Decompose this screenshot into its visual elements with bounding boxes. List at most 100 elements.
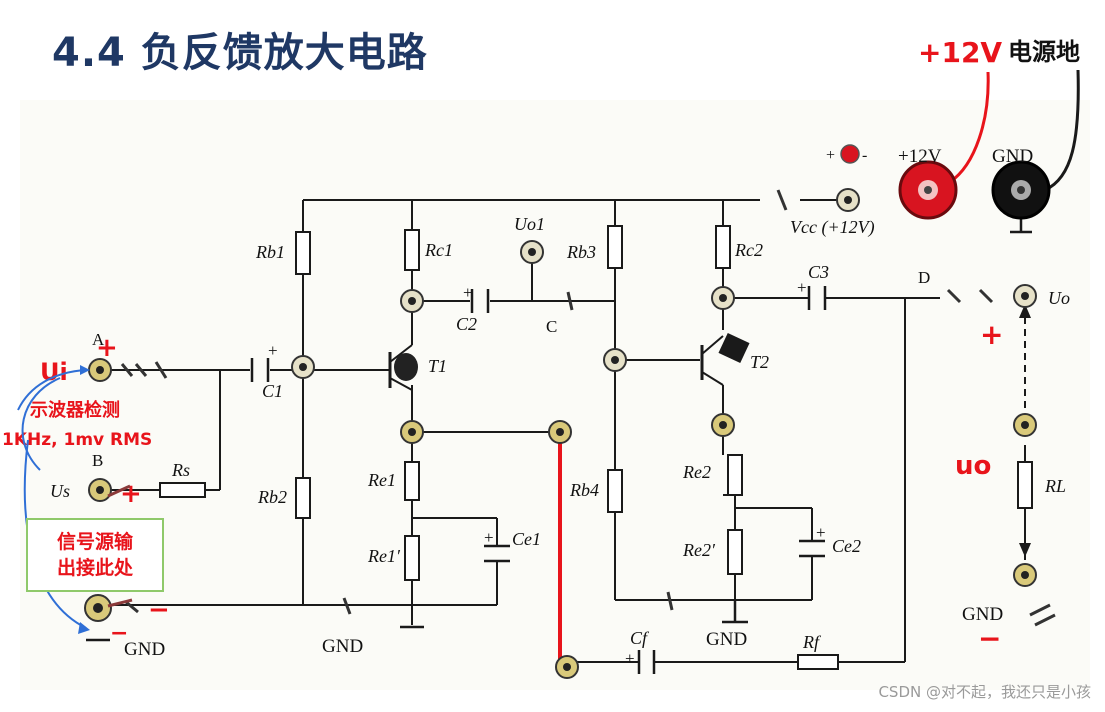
annotation-signal-spec: 1KHz, 1mv RMS [2, 430, 152, 450]
annotation-scope: 示波器检测 [30, 399, 120, 421]
polarity-plus: + [484, 528, 494, 547]
label-rf: Rf [802, 632, 822, 652]
jack-uo[interactable] [1013, 284, 1037, 308]
annotation-minus-uo: − [978, 622, 1001, 655]
polarity-plus: + [625, 649, 635, 668]
jumper-icon[interactable] [946, 288, 994, 304]
jumper-icon[interactable] [342, 597, 352, 615]
resistor-re2 [727, 454, 743, 496]
annotation-plus-a: + [96, 333, 118, 363]
led-minus: - [862, 147, 867, 164]
power-led-icon [840, 144, 860, 164]
led-plus: + [826, 147, 835, 164]
label-uo: Uo [1048, 288, 1070, 308]
gnd-terminal-label: GND [992, 146, 1033, 167]
gnd-label: GND [322, 636, 363, 657]
arrow-head-icon [80, 365, 90, 375]
label-ce1: Ce1 [512, 529, 541, 549]
polarity-plus: + [463, 283, 473, 302]
arrow-head-icon [78, 622, 90, 634]
note-line-1: 信号源输 [56, 531, 133, 553]
resistor-rc1 [404, 229, 420, 271]
gnd-label: GND [124, 639, 165, 660]
gnd-label: GND [962, 604, 1003, 625]
label-rb3: Rb3 [566, 242, 596, 262]
arrow-head-icon [1019, 543, 1031, 557]
jack-base-t2[interactable] [603, 348, 627, 372]
jack-emitter-t1[interactable] [400, 420, 424, 444]
transistor-t2 [700, 332, 750, 386]
banana-jack-gnd[interactable] [991, 160, 1051, 220]
jack-collector-t1[interactable] [400, 289, 424, 313]
note-line-2: 出接此处 [56, 557, 133, 579]
jumper-icon[interactable] [120, 361, 168, 379]
label-uo1: Uo1 [514, 214, 545, 234]
jack-base-t1[interactable] [291, 355, 315, 379]
plus12-terminal-label: +12V [898, 146, 942, 167]
node-d: D [918, 268, 930, 287]
label-rs: Rs [171, 460, 190, 480]
arrow-head-icon [1019, 304, 1031, 318]
label-rc2: Rc2 [734, 240, 763, 260]
ground-symbols [86, 215, 1032, 642]
label-t2: T2 [750, 352, 769, 372]
jack-rl-top[interactable] [1013, 413, 1037, 437]
scope-arrow-icon [17, 369, 87, 411]
resistor-rc2 [715, 225, 731, 269]
annotation-power-ground: 电源地 [1008, 38, 1080, 66]
pointer-arrow-icon [107, 484, 131, 498]
label-ce2: Ce2 [832, 536, 861, 556]
label-re1: Re1 [367, 470, 396, 490]
node-b: B [92, 451, 103, 470]
label-rb1: Rb1 [255, 242, 285, 262]
page-title: 4.4 负反馈放大电路 [52, 30, 428, 76]
jumper-icon[interactable] [666, 591, 674, 611]
jack-vcc[interactable] [836, 188, 860, 212]
annotation-plus-b: + [120, 479, 142, 509]
pointer-arrow-icon [107, 598, 133, 608]
polarity-plus: + [268, 341, 278, 360]
resistor-re2-prime [727, 529, 743, 575]
label-re2: Re2 [682, 462, 711, 482]
label-rb4: Rb4 [569, 480, 599, 500]
jack-feedback-top[interactable] [548, 420, 572, 444]
jumper-icon[interactable] [1029, 603, 1056, 627]
jack-rl-gnd[interactable] [1013, 563, 1037, 587]
signal-source-note: 信号源输 出接此处 [26, 518, 164, 592]
label-t1: T1 [428, 356, 447, 376]
jumper-icon[interactable] [776, 189, 788, 211]
label-re2-prime: Re2′ [682, 540, 716, 560]
label-re1-prime: Re1′ [367, 546, 401, 566]
scope-arrow-icon [21, 377, 61, 471]
label-cf: Cf [630, 628, 650, 648]
gnd-label: GND [706, 629, 747, 650]
label-c3: C3 [808, 262, 829, 282]
jack-emitter-t2[interactable] [711, 413, 735, 437]
jack-collector-t2[interactable] [711, 286, 735, 310]
annotation-minus-right: − [148, 595, 170, 625]
resistor-rb1 [295, 231, 311, 275]
label-rl: RL [1044, 476, 1066, 496]
jumper-icon[interactable] [566, 291, 574, 311]
label-c1: C1 [262, 381, 283, 401]
resistor-rs [159, 482, 206, 498]
resistors [159, 225, 1033, 670]
node-c: C [546, 317, 557, 336]
resistor-rb4 [607, 469, 623, 513]
label-c2: C2 [456, 314, 477, 334]
banana-jack-plus12v[interactable] [898, 160, 958, 220]
transistor-t1 [388, 344, 418, 391]
annotation-minus-left: − [110, 621, 128, 646]
resistor-re1-prime [404, 535, 420, 581]
jack-uo1[interactable] [520, 240, 544, 264]
resistor-re1 [404, 461, 420, 501]
polarity-plus: + [816, 523, 826, 542]
jack-b[interactable] [88, 478, 112, 502]
resistor-rb2 [295, 477, 311, 519]
annotation-plus12v: +12V [918, 36, 1002, 69]
polarity-plus: + [797, 278, 807, 297]
jack-feedback-bottom[interactable] [555, 655, 579, 679]
jumper-icon[interactable] [125, 600, 139, 614]
jack-gnd-input[interactable] [84, 594, 112, 622]
